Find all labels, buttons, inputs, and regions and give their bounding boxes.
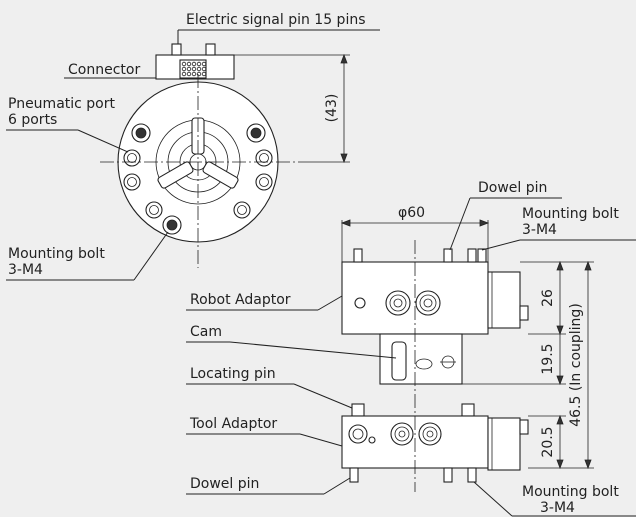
mounting-bolt-left-label-2: 3-M4 — [8, 262, 43, 278]
dowel-pin-top-label: Dowel pin — [478, 180, 547, 196]
robot-top-pin-2 — [443, 248, 453, 263]
mounting-bolt-bottom-label-2: 3-M4 — [540, 500, 575, 516]
dim-46-5-label: 46.5 (In coupling) — [568, 303, 584, 427]
locating-pin — [351, 403, 365, 417]
locating-pin-label: Locating pin — [190, 366, 276, 382]
robot-top-pin-4 — [477, 248, 487, 263]
tool-adaptor-label: Tool Adaptor — [189, 416, 277, 432]
tool-adaptor-connector — [487, 417, 521, 471]
side-view: φ60 — [340, 205, 594, 492]
mounting-bolt-left-label-1: Mounting bolt — [8, 246, 105, 262]
pneumatic-port-label-1: Pneumatic port — [8, 96, 116, 112]
side-view-labels: Dowel pin Mounting bolt 3-M4 Robot Adapt… — [186, 180, 636, 517]
connector-label: Connector — [68, 62, 140, 78]
mounting-bolt-top-label-1: Mounting bolt — [522, 206, 619, 222]
mounting-bolts-front — [131, 123, 266, 235]
robot-ports — [354, 290, 441, 316]
connector-tab-left — [171, 43, 182, 56]
pneumatic-port-label-2: 6 ports — [8, 112, 57, 128]
cam-lever — [391, 341, 407, 381]
tool-bottom-pin-3 — [467, 467, 477, 483]
dim-26-label: 26 — [540, 289, 556, 307]
dim-19-5-label: 19.5 — [540, 343, 556, 374]
robot-top-pin-1 — [353, 248, 363, 263]
dim-20-5-label: 20.5 — [540, 426, 556, 457]
dowel-pin-bottom-label: Dowel pin — [190, 476, 259, 492]
mounting-bolt-top-label-2: 3-M4 — [522, 222, 557, 238]
robot-adaptor-connector — [487, 271, 521, 329]
dim-43-label: (43) — [324, 94, 340, 123]
pneumatic-ports — [123, 149, 273, 219]
tool-bottom-pin-2 — [443, 467, 453, 483]
electric-signal-pin-label: Electric signal pin 15 pins — [186, 12, 366, 28]
front-view-labels: Electric signal pin 15 pins Connector Pn… — [6, 12, 380, 281]
robot-top-pin-3 — [467, 248, 477, 263]
tool-ports — [348, 422, 442, 446]
connector-tab-right — [205, 43, 216, 56]
front-view: (43) — [100, 43, 350, 268]
dim-60-label: φ60 — [398, 205, 425, 221]
mounting-bolt-bottom-label-1: Mounting bolt — [522, 484, 619, 500]
signal-pins — [181, 61, 207, 77]
cam-label: Cam — [190, 324, 222, 340]
robot-adaptor-label: Robot Adaptor — [190, 292, 291, 308]
tool-bottom-pin-1 — [349, 467, 359, 483]
